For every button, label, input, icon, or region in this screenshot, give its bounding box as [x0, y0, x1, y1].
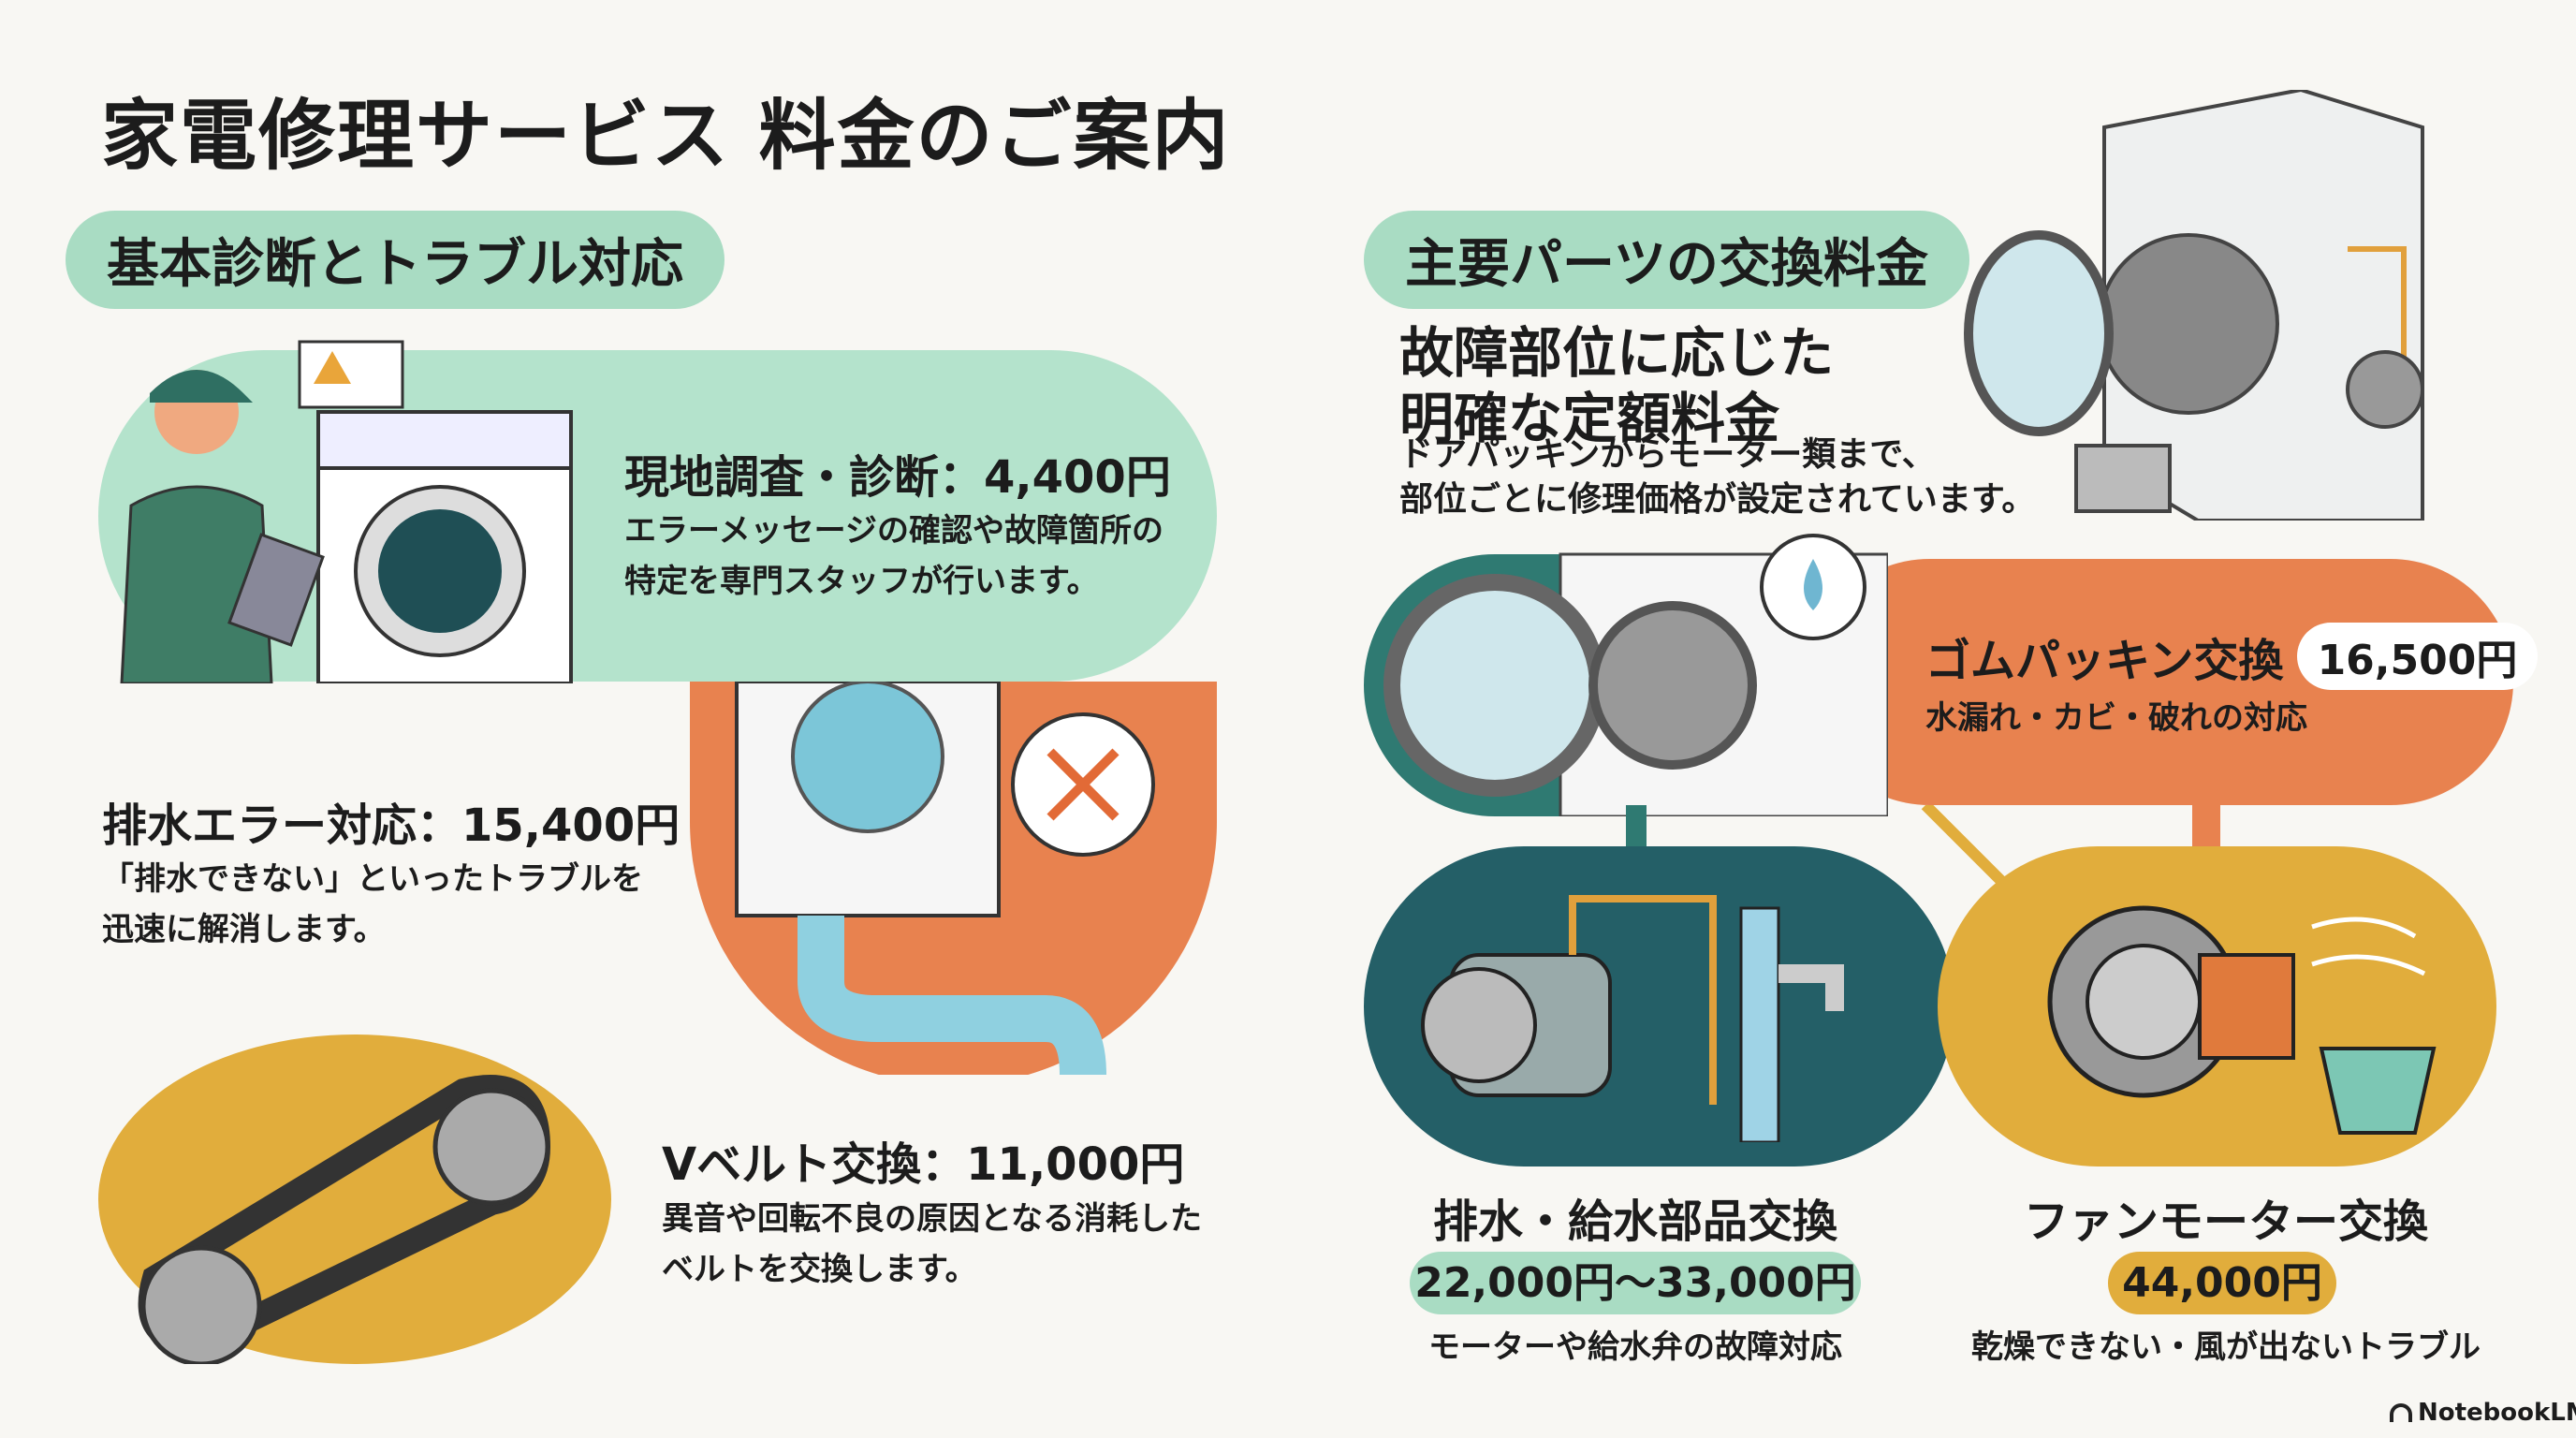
- diagnosis-desc-line: 特定を専門スタッフが行います。: [624, 563, 1099, 600]
- fan-motor-title: ファンモーター交換: [2023, 1196, 2428, 1248]
- gasket-desc: 水漏れ・カビ・破れの対応: [1925, 699, 2307, 737]
- motor-valve-illustration: [1421, 895, 1844, 1142]
- fan-motor-illustration: [2047, 905, 2437, 1135]
- notebooklm-logo-icon: [2390, 1403, 2412, 1422]
- technician-washer-illustration: [120, 340, 573, 683]
- parts-desc: ドアパッキンからモーター類まで、 部位ごとに修理価格が設定されています。: [1399, 433, 2035, 522]
- section-label-basic: 基本診断とトラブル対応: [66, 211, 724, 309]
- parts-desc-line: 部位ごとに修理価格が設定されています。: [1399, 480, 2036, 519]
- parts-heading-line: 故障部位に応じた: [1399, 321, 1835, 385]
- parts-desc-line: ドアパッキンからモーター類まで、: [1399, 435, 1936, 474]
- v-belt-illustration: [98, 1034, 611, 1364]
- drain-error-desc: 「排水できない」といったトラブルを 迅速に解消します。: [102, 854, 643, 955]
- gasket-illustration: [1364, 534, 1888, 816]
- diagnosis-desc: エラーメッセージの確認や故障箇所の 特定を専門スタッフが行います。: [624, 506, 1164, 607]
- exploded-washer-illustration: [1964, 90, 2424, 521]
- drain-parts-desc: モーターや給水弁の故障対応: [1428, 1328, 1842, 1366]
- page-title: 家電修理サービス 料金のご案内: [101, 92, 1231, 181]
- drain-error-title: 排水エラー対応：15,400円: [102, 800, 681, 852]
- v-belt-title: Vベルト交換：11,000円: [662, 1138, 1185, 1191]
- gasket-price: 16,500円: [2296, 623, 2539, 690]
- parts-heading-line: 明確な定額料金: [1399, 387, 1780, 450]
- fan-motor-price: 44,000円: [2108, 1252, 2336, 1314]
- gasket-header: ゴムパッキン交換 16,500円: [1925, 623, 2539, 690]
- drain-error-desc-line: 迅速に解消します。: [102, 911, 386, 948]
- v-belt-desc-line: 異音や回転不良の原因となる消耗した: [662, 1200, 1202, 1238]
- drain-error-illustration: [690, 682, 1217, 1075]
- v-belt-desc: 異音や回転不良の原因となる消耗した ベルトを交換します。: [662, 1194, 1202, 1295]
- fan-motor-desc: 乾燥できない・風が出ないトラブル: [1971, 1328, 2481, 1366]
- v-belt-desc-line: ベルトを交換します。: [662, 1251, 977, 1288]
- section-label-parts: 主要パーツの交換料金: [1364, 211, 1969, 309]
- drain-error-desc-line: 「排水できない」といったトラブルを: [102, 860, 643, 898]
- diagnosis-title: 現地調査・診断：4,400円: [624, 451, 1171, 504]
- diagnosis-desc-line: エラーメッセージの確認や故障箇所の: [624, 512, 1164, 550]
- gasket-title: ゴムパッキン交換: [1925, 635, 2284, 687]
- notebooklm-watermark: NotebookLM: [2390, 1399, 2576, 1427]
- parts-heading: 故障部位に応じた 明確な定額料金: [1399, 320, 1834, 451]
- watermark-text: NotebookLM: [2418, 1399, 2576, 1427]
- drain-parts-price: 22,000円〜33,000円: [1410, 1252, 1861, 1314]
- drain-parts-title: 排水・給水部品交換: [1432, 1196, 1837, 1248]
